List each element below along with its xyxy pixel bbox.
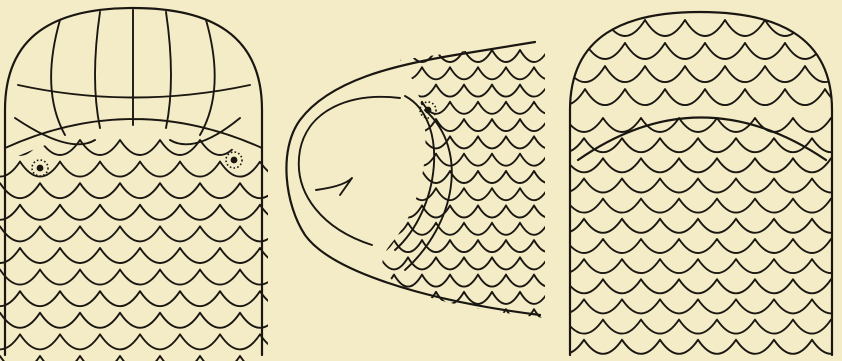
eye-right: [226, 152, 242, 168]
head-dorsal-view: [0, 8, 340, 361]
head-ventral-view: [525, 12, 842, 361]
lateral-body-scales: [352, 50, 590, 321]
eye-pupil: [425, 107, 432, 114]
head-shields: [5, 10, 262, 148]
eye-pupil: [37, 165, 44, 172]
eye-left: [32, 160, 48, 176]
head-lateral-view: [286, 42, 590, 321]
ventral-body-scales: [527, 118, 842, 361]
snout-shields: [299, 96, 452, 270]
dorsal-body-scales: [0, 140, 340, 361]
head-outline: [286, 42, 540, 315]
eye: [420, 102, 436, 118]
eye-pupil: [231, 157, 238, 164]
